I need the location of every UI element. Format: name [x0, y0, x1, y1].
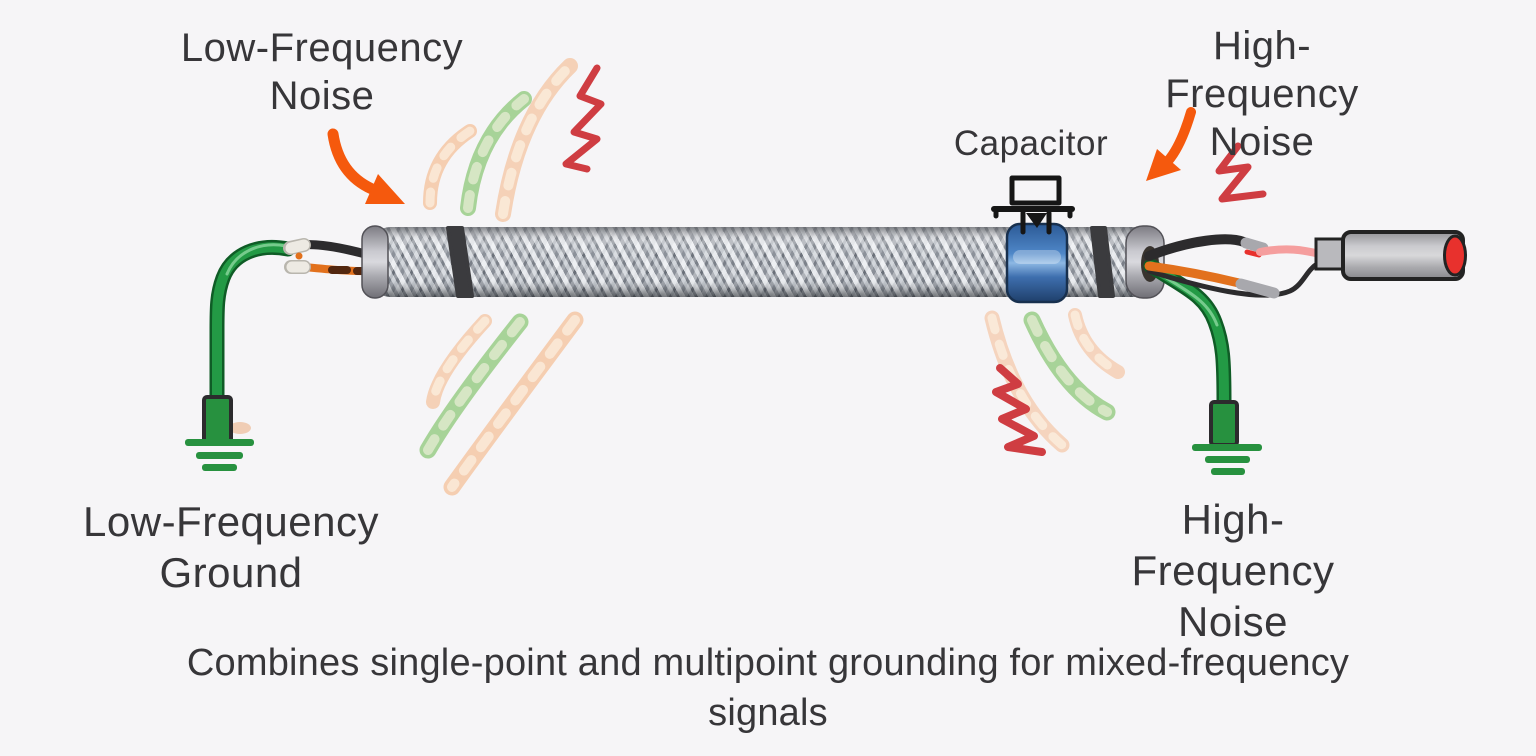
earth-ground-symbol-right: [1192, 444, 1262, 475]
ground-terminal: [202, 395, 233, 445]
earth-ground-symbol-left: [185, 439, 254, 471]
ground-branch-left: [185, 239, 296, 471]
label-low-frequency-noise: Low-Frequency Noise: [180, 26, 464, 118]
wire-ferrule: [1235, 278, 1280, 299]
capacitor-icon: [991, 175, 1075, 235]
arrow-lf-noise-icon: [327, 128, 405, 204]
noise-waves-top-left: [423, 58, 578, 222]
label-high-frequency-noise-top: High-Frequency Noise: [1165, 24, 1359, 164]
cable-right-end-wires: [1144, 234, 1324, 299]
noise-zigzag-bottom-right-icon: [992, 364, 1046, 456]
noise-zigzag-top-right-icon: [1215, 142, 1267, 203]
signal-connector: [1314, 230, 1467, 281]
shield-band-left: [446, 226, 474, 298]
label-capacitor: Capacitor: [953, 124, 1109, 163]
caption: Combines single-point and multipoint gro…: [186, 642, 1350, 735]
solder-glint: [229, 422, 251, 434]
connector-red-tip: [1443, 234, 1467, 277]
shield-band-right: [1090, 226, 1115, 298]
label-low-frequency-ground: Low-Frequency Ground: [83, 498, 379, 597]
capacitor-clamp: [1005, 222, 1069, 304]
ground-branch-right: [1143, 258, 1262, 475]
noise-zigzag-top-left-icon: [562, 64, 605, 173]
ground-terminal: [1209, 400, 1239, 447]
noise-waves-bottom-left: [419, 311, 584, 496]
cable-left-cap: [361, 225, 389, 299]
wire-ferrule: [1240, 237, 1269, 254]
label-high-frequency-noise-bottom: High-Frequency Noise: [1131, 496, 1335, 646]
arrow-hf-noise-icon: [1146, 107, 1196, 181]
noise-waves-bottom-right: [984, 308, 1125, 453]
crimp-tip: [285, 239, 310, 254]
